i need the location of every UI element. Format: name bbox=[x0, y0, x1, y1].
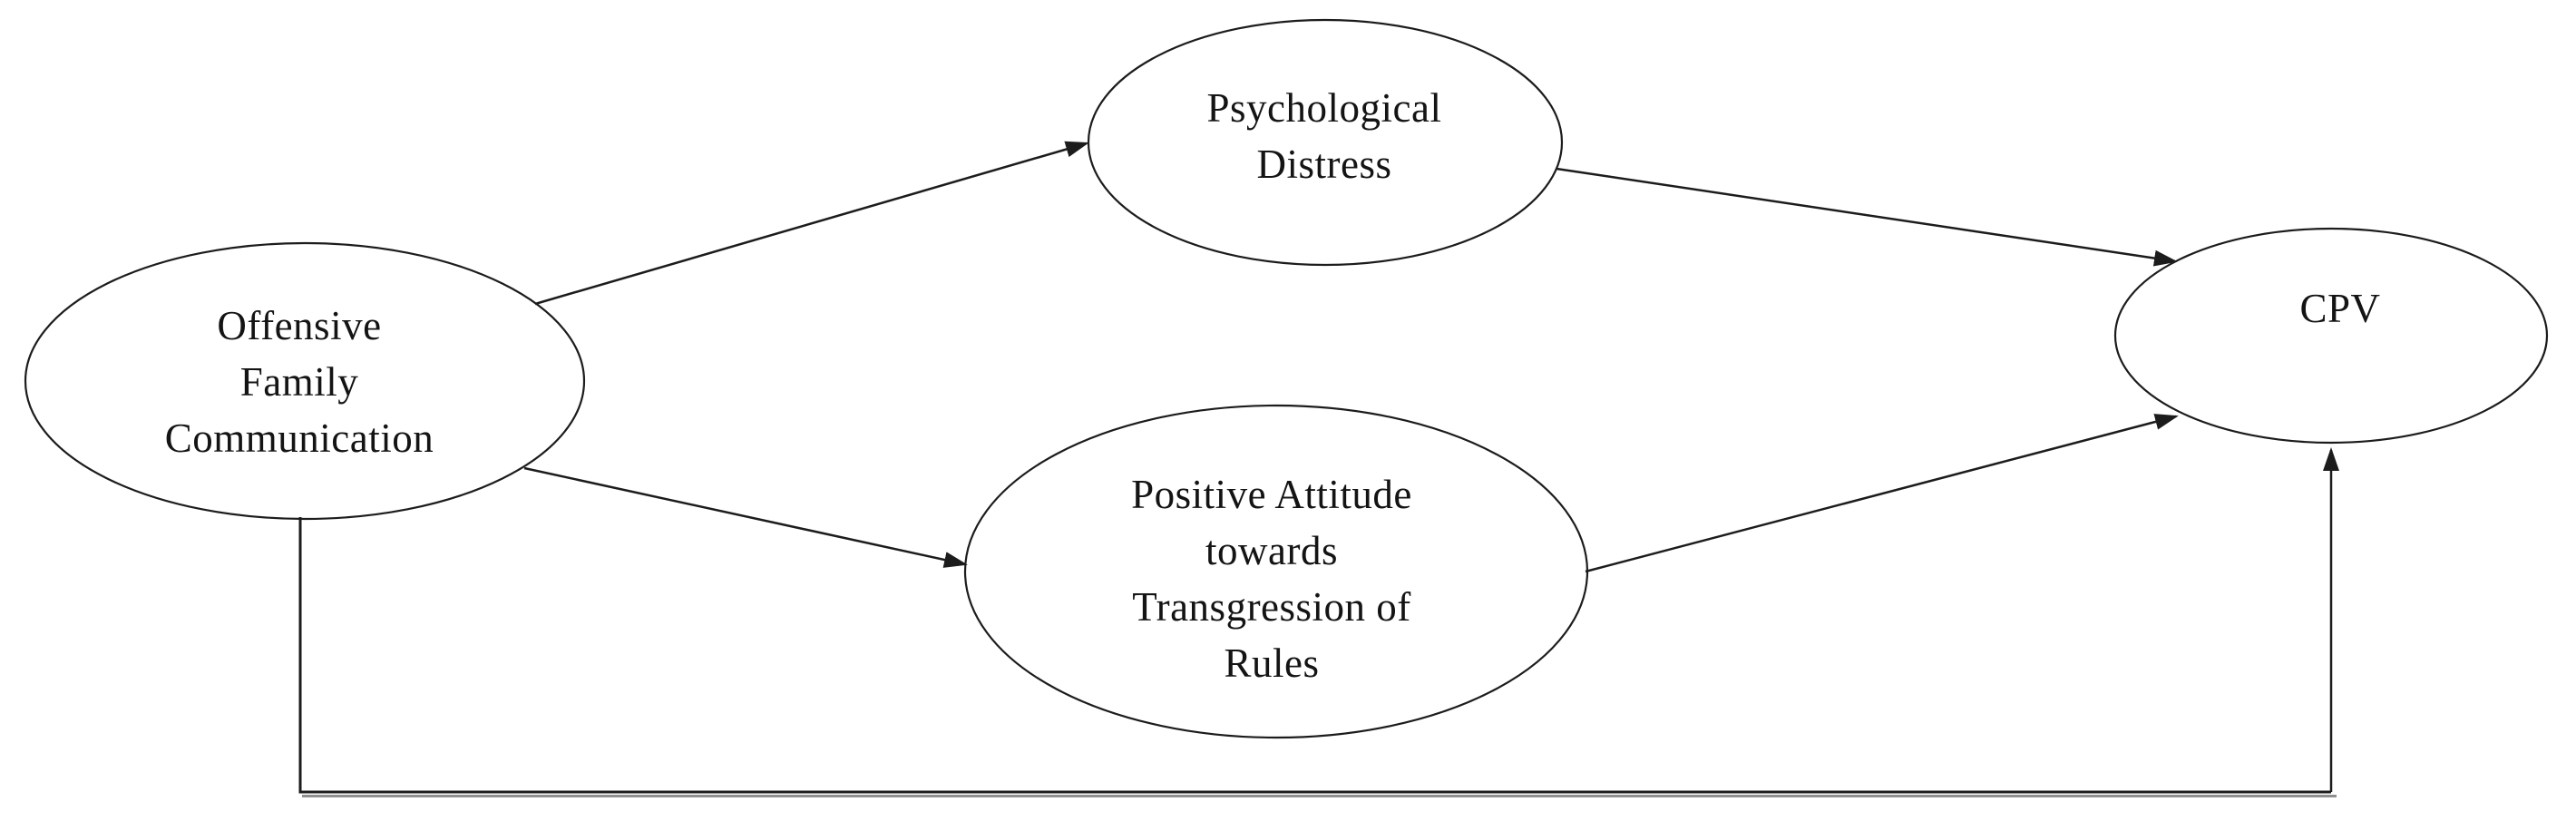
node-ellipse-cpv bbox=[2113, 227, 2549, 445]
edge-arrow-ofc-to-psychological-distress bbox=[534, 141, 1089, 306]
edge-arrow-psychological-distress-to-cpv bbox=[1556, 167, 2178, 267]
edge-line-ofc-direct-bottom bbox=[298, 517, 2331, 794]
edge-arrow-ofc-to-positive-attitude bbox=[523, 466, 968, 568]
node-ellipse-psychological-distress bbox=[1087, 18, 1564, 267]
node-ellipse-offensive-family-communication bbox=[24, 241, 586, 521]
node-ellipse-positive-attitude-transgression bbox=[963, 404, 1589, 739]
edge-arrow-positive-attitude-to-cpv bbox=[1585, 414, 2179, 573]
